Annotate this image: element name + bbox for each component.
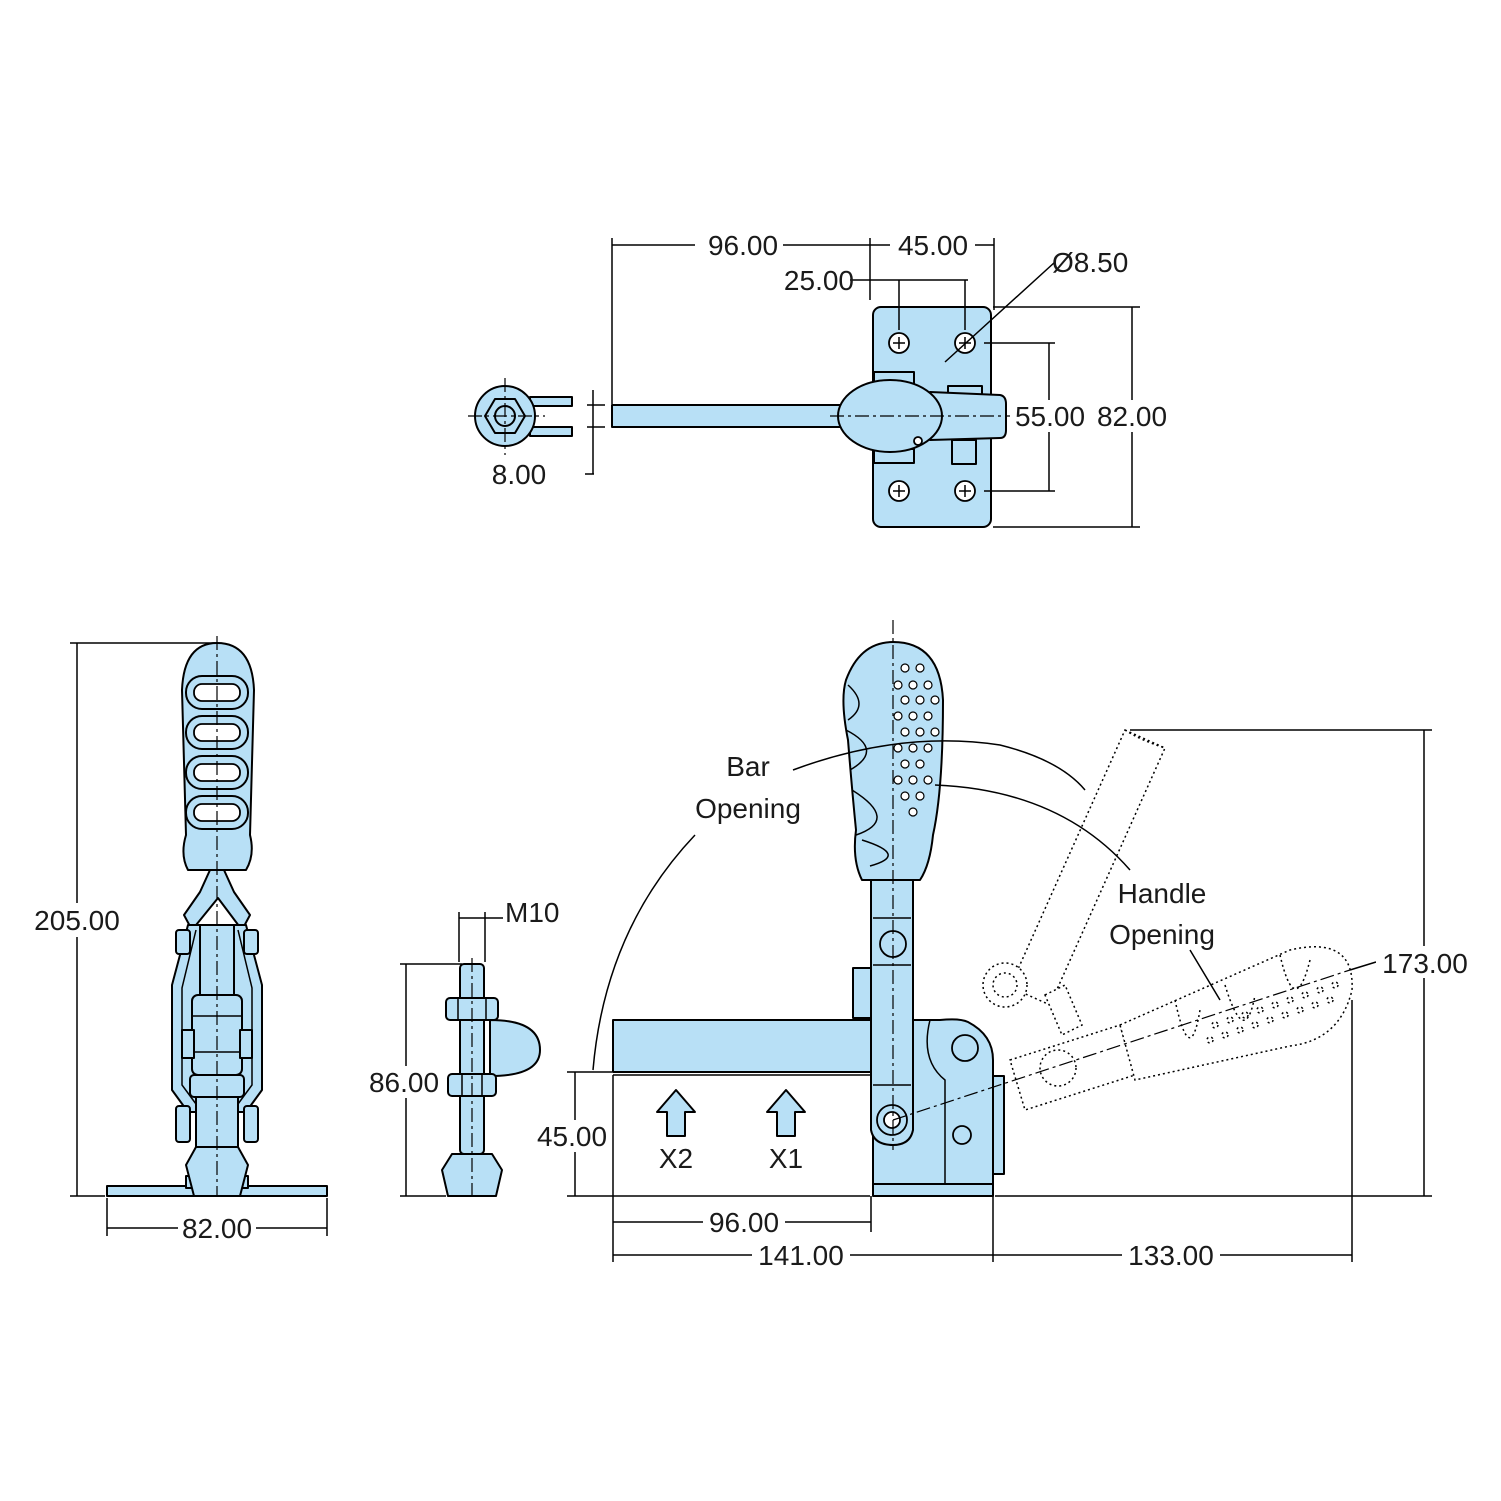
front-yoke: [183, 869, 251, 931]
phantom-grip-dots: [1206, 981, 1339, 1044]
spindle-view: M10 86.00: [362, 897, 559, 1200]
side-grip-dots: [893, 663, 940, 817]
dim-top-base-length: 45.00: [898, 230, 968, 261]
side-base: [872, 1183, 994, 1197]
dim-bar-width: 8.00: [492, 459, 547, 490]
label-handle-opening-line1: Handle: [1118, 878, 1207, 909]
front-view: 205.00 82.00: [27, 636, 328, 1244]
top-pin-lower: [951, 439, 977, 465]
top-spindle-end-view: [468, 378, 573, 455]
label-x1: X1: [769, 1143, 803, 1174]
dim-spindle-height: 86.00: [369, 1067, 439, 1098]
arrow-x1-icon: [766, 1089, 806, 1137]
top-clamp-bar: [611, 404, 853, 428]
side-clamp-bar: [612, 1019, 872, 1073]
arrow-x2-icon: [656, 1089, 696, 1137]
phantom-open-handle: [982, 729, 1353, 1111]
dim-base-width: 82.00: [182, 1213, 252, 1244]
dim-handle-reach: 133.00: [1128, 1240, 1214, 1271]
label-x2: X2: [659, 1143, 693, 1174]
dim-hole-diameter: Ø8.50: [1052, 247, 1128, 278]
label-handle-opening-line2: Opening: [1109, 919, 1215, 950]
dim-thread: M10: [505, 897, 559, 928]
spindle-tip: [441, 1153, 503, 1197]
front-spindle-housing: [199, 924, 235, 996]
dim-overall-height: 205.00: [34, 905, 120, 936]
label-bar-opening-line1: Bar: [726, 751, 770, 782]
dim-top-hole-pitch: 55.00: [1015, 401, 1085, 432]
top-view: 96.00 45.00 25.00 Ø8.50 55.00 82.00 8.00: [468, 228, 1171, 528]
dim-overall-length: 141.00: [758, 1240, 844, 1271]
dim-bottom-bar-length: 96.00: [709, 1207, 779, 1238]
dim-top-hole-spacing: 25.00: [784, 265, 854, 296]
spindle-arm: [489, 1019, 541, 1077]
side-view: X2 X1 Bar Opening Handle Opening 45.00 9…: [531, 620, 1474, 1271]
dim-top-base-width: 82.00: [1097, 401, 1167, 432]
label-bar-opening-line2: Opening: [695, 793, 801, 824]
dim-open-height: 173.00: [1382, 948, 1468, 979]
dim-top-bar-length: 96.00: [708, 230, 778, 261]
dim-bar-height: 45.00: [537, 1121, 607, 1152]
